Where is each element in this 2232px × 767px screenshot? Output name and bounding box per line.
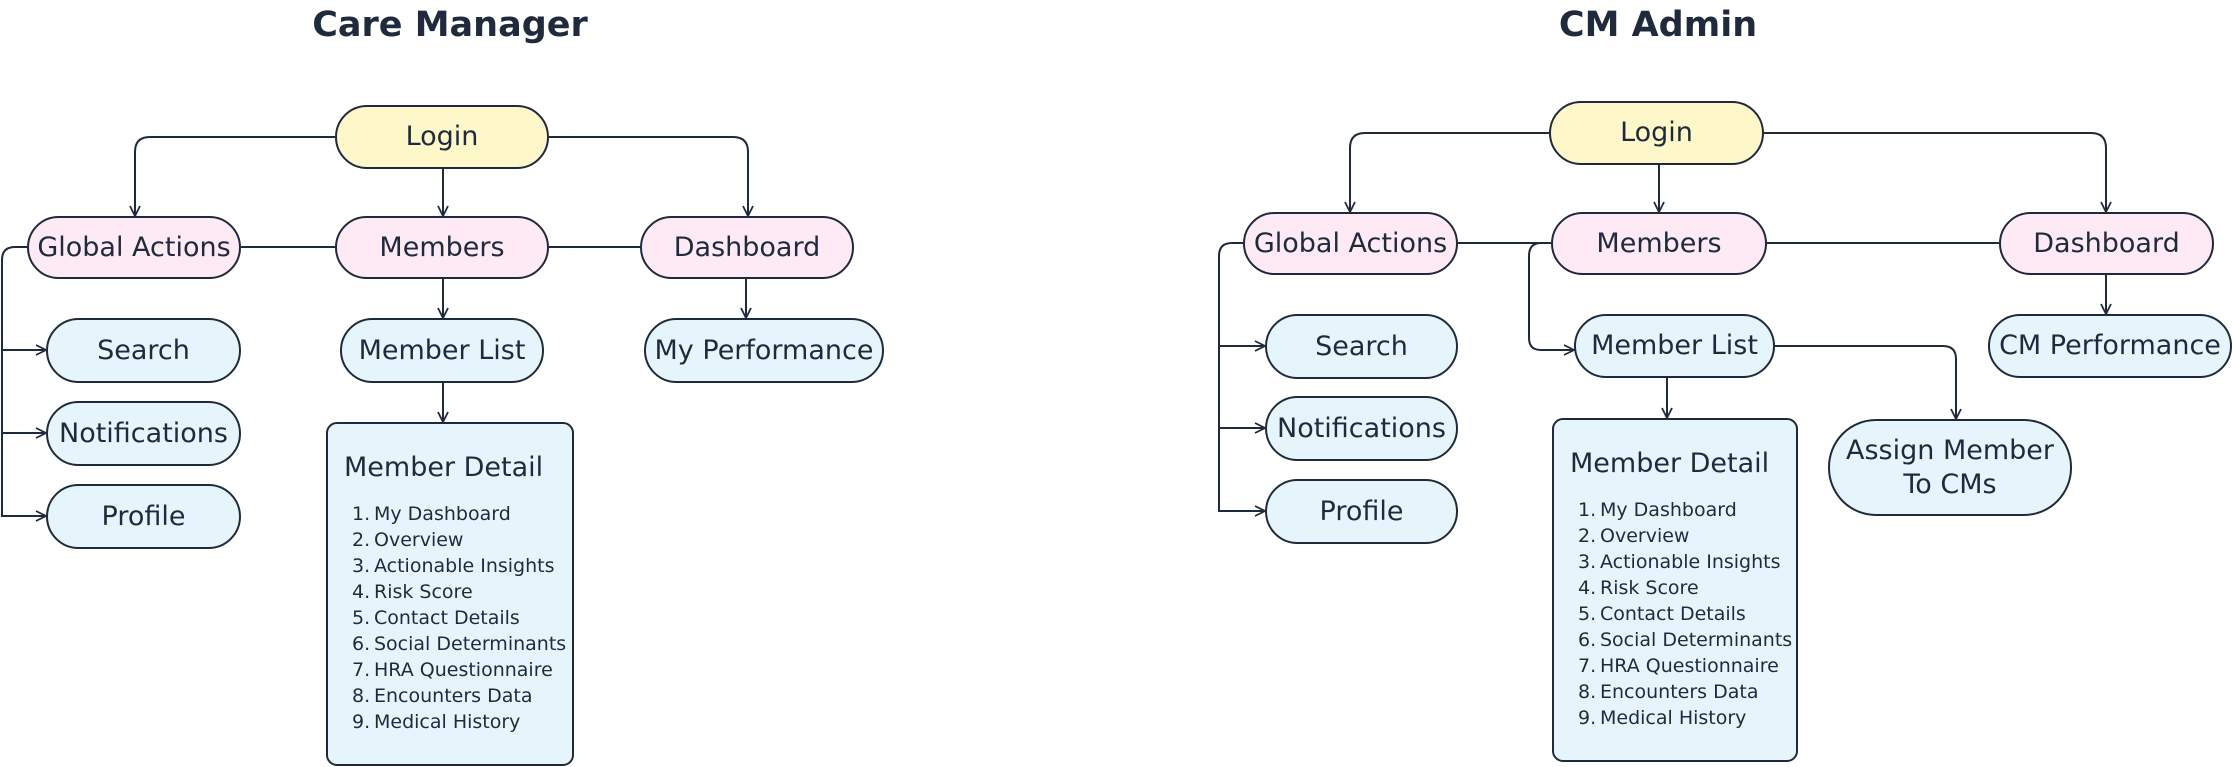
edge-admin-global-to-search [1218, 242, 1265, 346]
node-member-list: Member List [340, 318, 544, 383]
list-item: 9.Medical History [1578, 707, 1747, 729]
edge-login-to-global-actions [135, 136, 335, 216]
node-admin-notifications: Notifications [1265, 396, 1458, 461]
member-detail-title: Member Detail [1570, 448, 1770, 479]
node-admin-members: Members [1551, 212, 1767, 275]
list-item: 2.Overview [1578, 525, 1690, 547]
edge-admin-members-to-member-list [1528, 242, 1574, 350]
node-members: Members [335, 216, 549, 279]
list-item: 1.My Dashboard [1578, 499, 1737, 521]
node-assign-member: Assign Member To CMs [1828, 419, 2072, 516]
list-item: 5.Contact Details [1578, 603, 1746, 625]
edge-login-to-dashboard [549, 136, 748, 216]
node-member-detail: Member Detail 1.My Dashboard 2.Overview … [326, 422, 574, 766]
node-admin-dashboard: Dashboard [1999, 212, 2214, 275]
member-detail-title: Member Detail [344, 452, 544, 483]
edge-global-to-notifications [1, 350, 46, 433]
node-admin-global-actions: Global Actions [1243, 212, 1458, 275]
list-item: 7.HRA Questionnaire [1578, 655, 1779, 677]
node-admin-member-detail: Member Detail 1.My Dashboard 2.Overview … [1552, 418, 1798, 762]
node-notifications: Notifications [46, 401, 241, 466]
edge-global-to-profile [1, 433, 46, 516]
node-admin-search: Search [1265, 314, 1458, 379]
list-item: 3.Actionable Insights [352, 555, 555, 577]
member-detail-list: 1.My Dashboard 2.Overview 3.Actionable I… [344, 501, 567, 735]
list-item: 5.Contact Details [352, 607, 520, 629]
panel-title-cm-admin: CM Admin [1558, 5, 1758, 45]
list-item: 9.Medical History [352, 711, 521, 733]
node-dashboard: Dashboard [640, 216, 854, 279]
list-item: 8.Encounters Data [352, 685, 533, 707]
list-item: 1.My Dashboard [352, 503, 511, 525]
node-my-performance: My Performance [644, 318, 884, 383]
node-profile: Profile [46, 484, 241, 549]
edge-admin-global-to-notifications [1218, 346, 1265, 428]
node-global-actions: Global Actions [27, 216, 241, 279]
edge-admin-login-to-dashboard [1764, 132, 2106, 212]
list-item: 6.Social Determinants [352, 633, 567, 655]
edge-admin-member-list-to-assign [1775, 345, 1956, 419]
list-item: 8.Encounters Data [1578, 681, 1759, 703]
list-item: 3.Actionable Insights [1578, 551, 1781, 573]
list-item: 4.Risk Score [1578, 577, 1699, 599]
panel-title-care-manager: Care Manager [312, 5, 588, 45]
node-admin-member-list: Member List [1574, 314, 1775, 378]
edge-admin-global-to-profile [1218, 428, 1265, 511]
edge-global-to-search [1, 246, 46, 350]
node-cm-performance: CM Performance [1988, 314, 2232, 378]
list-item: 4.Risk Score [352, 581, 473, 603]
list-item: 7.HRA Questionnaire [352, 659, 553, 681]
node-search: Search [46, 318, 241, 383]
node-admin-profile: Profile [1265, 479, 1458, 544]
list-item: 6.Social Determinants [1578, 629, 1793, 651]
edge-admin-login-to-global-actions [1350, 132, 1549, 212]
list-item: 2.Overview [352, 529, 464, 551]
node-admin-login: Login [1549, 101, 1764, 165]
member-detail-list: 1.My Dashboard 2.Overview 3.Actionable I… [1570, 497, 1793, 731]
node-login: Login [335, 105, 549, 169]
